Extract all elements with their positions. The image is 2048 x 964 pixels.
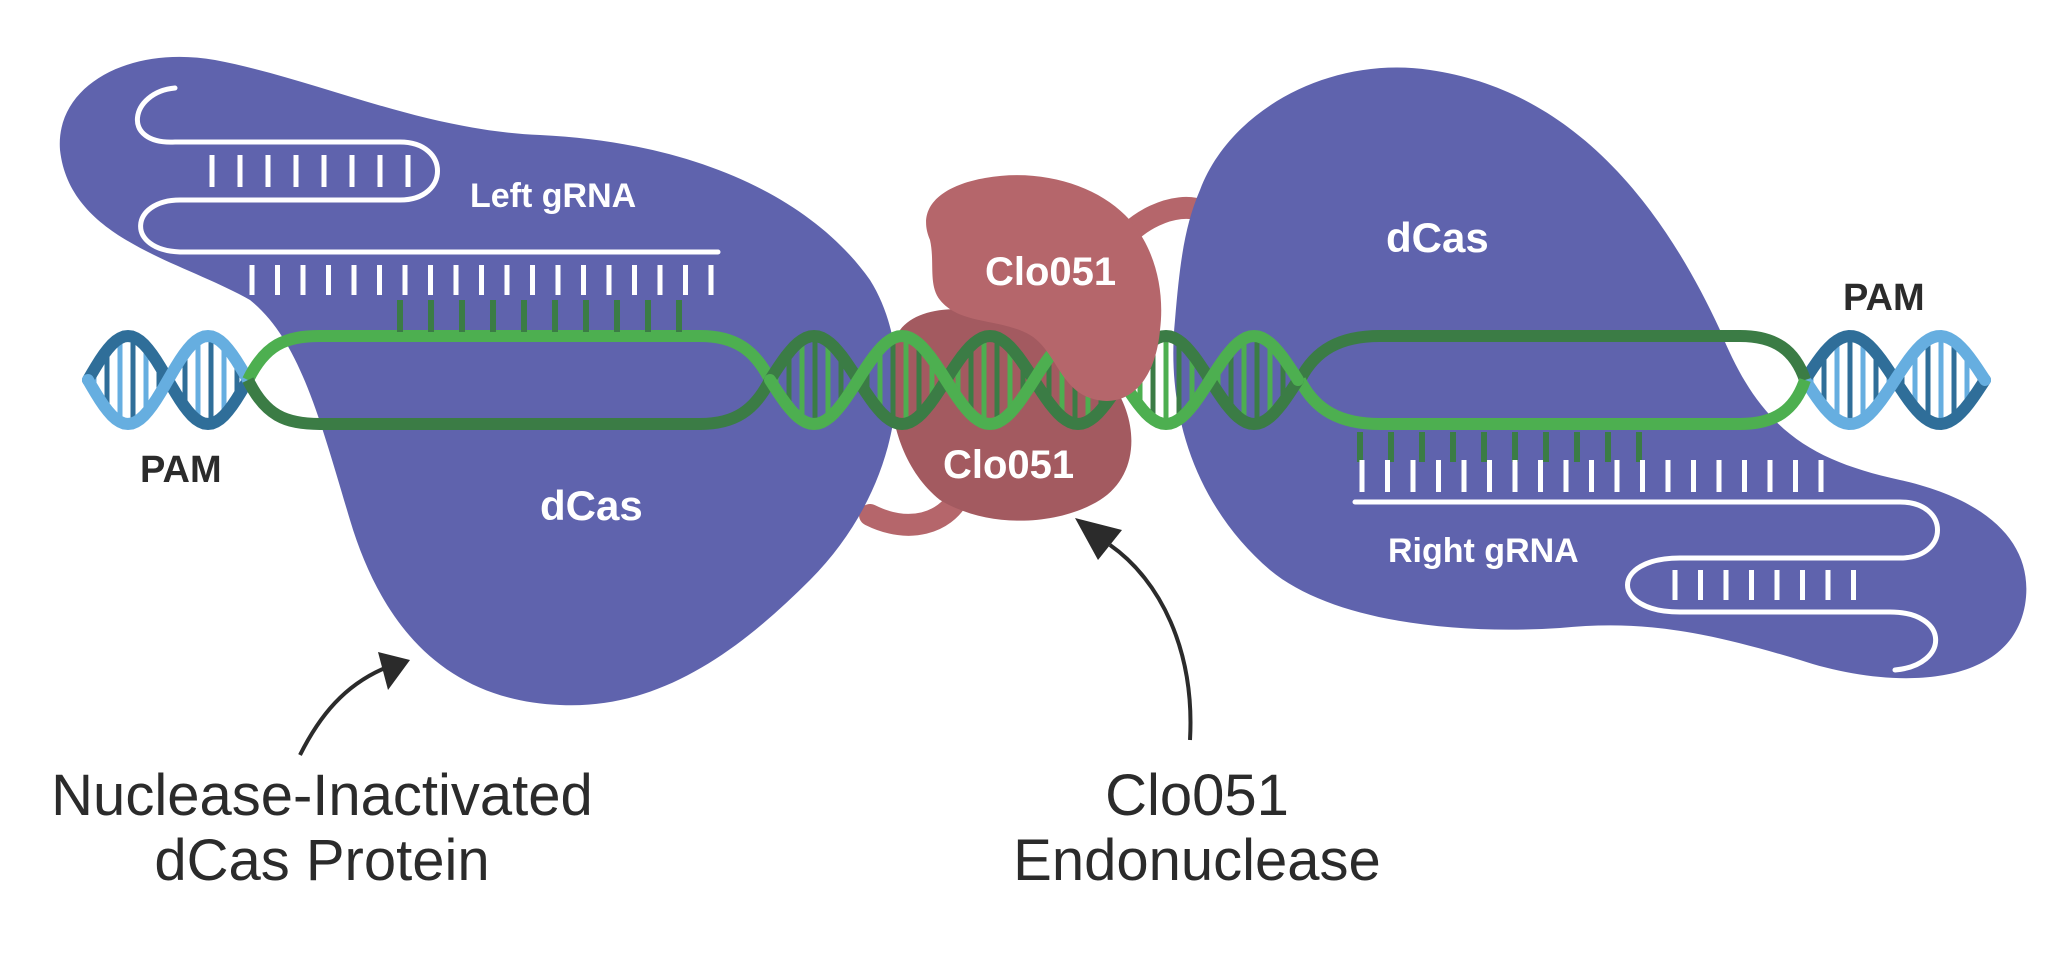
pam-right-label: PAM bbox=[1843, 277, 1925, 319]
clo051-bottom-label: Clo051 bbox=[943, 443, 1074, 487]
dcas-callout-line2: dCas Protein bbox=[154, 828, 489, 893]
dcas-right-label: dCas bbox=[1386, 214, 1489, 261]
right-grna-label: Right gRNA bbox=[1388, 532, 1579, 570]
clo051-domain-top bbox=[926, 175, 1162, 401]
dcas-callout-arrow bbox=[298, 652, 410, 756]
left-grna bbox=[134, 85, 721, 295]
dna-strand bbox=[242, 377, 776, 430]
clo051-callout-line2: Endonuclease bbox=[1013, 828, 1381, 893]
dcas-protein-right bbox=[1173, 67, 2027, 679]
dna-strand bbox=[764, 329, 1304, 431]
dcas-left-label: dCas bbox=[540, 482, 643, 529]
dna-strand bbox=[82, 329, 254, 431]
clo051-top-label: Clo051 bbox=[985, 250, 1116, 294]
dna-strand bbox=[242, 330, 776, 383]
clo051-callout-line1: Clo051 bbox=[1105, 763, 1289, 828]
left-grna-label: Left gRNA bbox=[470, 177, 636, 215]
clo051-callout-arrow bbox=[1075, 518, 1193, 741]
right-grna bbox=[1352, 460, 1940, 673]
dcas-protein-left bbox=[59, 56, 897, 706]
dna-strand bbox=[1799, 329, 1991, 431]
dna-strand bbox=[1294, 377, 1811, 430]
dna-strand bbox=[1294, 330, 1811, 383]
pam-left-label: PAM bbox=[140, 449, 222, 491]
dcas-callout-line1: Nuclease-Inactivated bbox=[51, 763, 593, 828]
